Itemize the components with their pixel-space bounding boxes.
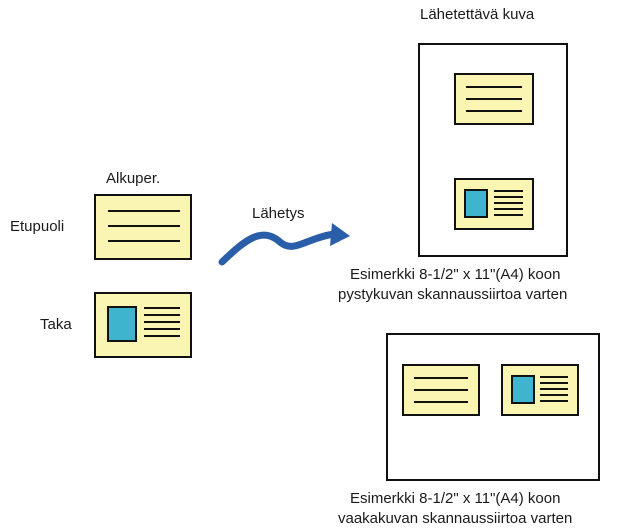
landscape-caption-line2: vaakakuvan skannaussiirtoa varten xyxy=(338,510,573,527)
original-back-card xyxy=(94,292,192,358)
front-side-label: Etupuoli xyxy=(10,218,65,235)
original-title: Alkuper. xyxy=(106,170,161,187)
output-image-title: Lähetettävä kuva xyxy=(420,6,535,23)
original-front-card xyxy=(94,194,192,260)
portrait-back-card xyxy=(454,178,534,230)
portrait-caption-line2: pystykuvan skannaussiirtoa varten xyxy=(338,286,568,303)
landscape-caption-line1: Esimerkki 8-1/2" x 11"(A4) koon xyxy=(350,490,561,507)
landscape-front-card xyxy=(402,364,480,416)
portrait-front-card xyxy=(454,73,534,125)
landscape-back-card xyxy=(501,364,579,416)
photo-text-icon xyxy=(107,306,180,342)
text-lines-icon xyxy=(108,210,180,242)
text-lines-icon xyxy=(414,377,468,403)
portrait-output-page xyxy=(418,43,568,257)
text-lines-icon xyxy=(466,86,522,112)
send-arrow-label: Lähetys xyxy=(252,205,305,222)
photo-text-icon xyxy=(464,189,523,218)
portrait-caption-line1: Esimerkki 8-1/2" x 11"(A4) koon xyxy=(350,266,561,283)
landscape-output-page xyxy=(386,333,600,481)
photo-text-icon xyxy=(511,375,568,404)
back-side-label: Taka xyxy=(40,316,72,333)
